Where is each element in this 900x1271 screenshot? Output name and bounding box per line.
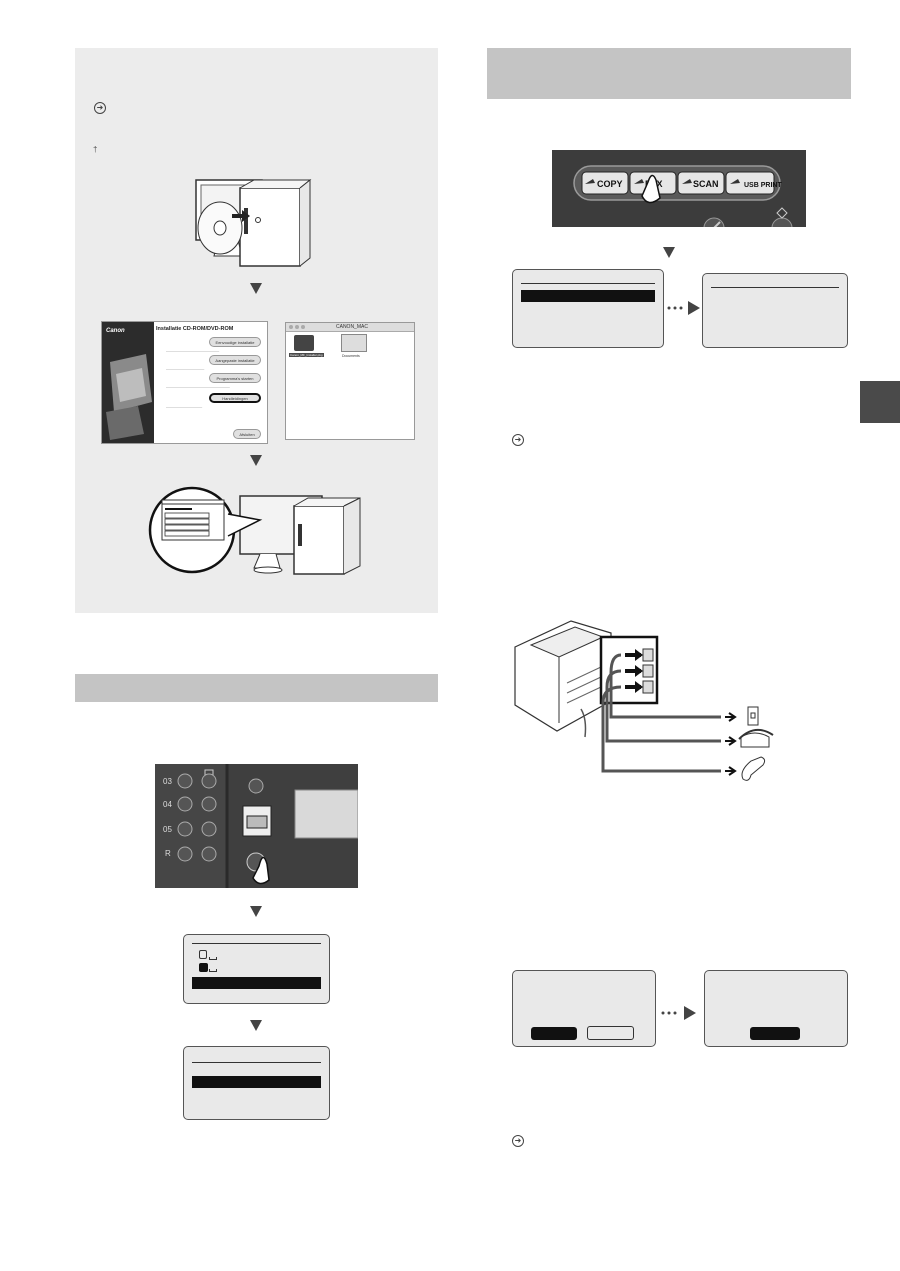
start-programs-desc: ──────────────────────────────	[166, 385, 230, 389]
dotted-arrow	[667, 301, 700, 315]
paper-drawer-icon	[199, 950, 207, 959]
down-arrow	[250, 455, 262, 466]
computer-disc-illustration	[195, 178, 312, 267]
section-header-bar	[75, 674, 438, 702]
custom-install-desc: ──────────────────	[166, 367, 205, 371]
computer-callout-illustration	[148, 486, 361, 575]
lcd-selected-option	[531, 1027, 577, 1040]
zoom-icon[interactable]	[301, 325, 305, 329]
chapter-tab	[860, 381, 900, 423]
lcd-display	[183, 1046, 330, 1120]
lcd-title-line	[192, 943, 321, 944]
minimize-icon[interactable]	[295, 325, 299, 329]
lcd-title-line	[711, 287, 839, 288]
lcd-display	[512, 970, 656, 1047]
dagger-mark: †	[93, 145, 98, 154]
custom-install-button[interactable]: Aangepaste installatie	[209, 355, 261, 365]
lcd-title-line	[521, 283, 655, 284]
svg-text:04: 04	[163, 800, 172, 809]
start-programs-button[interactable]: Programma's starten	[209, 373, 261, 383]
svg-text:03: 03	[163, 777, 172, 786]
paper-size-icon	[209, 957, 217, 960]
documents-folder-label: Documents	[342, 354, 360, 358]
lcd-display	[704, 970, 848, 1047]
down-arrow	[250, 283, 262, 294]
finder-titlebar	[286, 323, 414, 332]
canon-logo: Canon	[106, 328, 125, 334]
down-arrow	[250, 1020, 262, 1031]
dotted-arrow	[661, 1006, 696, 1020]
telephone-connection-illustration	[514, 620, 774, 781]
manuals-button[interactable]: Handleidingen	[209, 393, 261, 403]
manuals-desc: ─────────────────	[166, 405, 203, 409]
paper-size-icon	[209, 969, 217, 972]
svg-text:05: 05	[163, 825, 172, 834]
lcd-title-line	[192, 1062, 321, 1063]
finder-title: CANON_MAC	[336, 324, 368, 330]
installer-window: Canon Installatie CD-ROM/DVD-ROM Eenvoud…	[101, 321, 268, 444]
close-icon[interactable]	[289, 325, 293, 329]
mac-finder-window: CANON_MAC Canon_MF_Installer.pkg Documen…	[285, 322, 415, 440]
down-arrow	[250, 906, 262, 917]
lcd-selected-option	[750, 1027, 800, 1040]
installer-title: Installatie CD-ROM/DVD-ROM	[156, 326, 234, 332]
operation-panel-illustration: 03 04 05 R	[155, 764, 358, 888]
lcd-option	[587, 1026, 634, 1040]
lcd-display	[702, 273, 848, 348]
reference-icon: ➜	[512, 434, 524, 446]
easy-install-desc: ─────────────────────────	[166, 349, 220, 353]
lcd-selected-row	[192, 1076, 321, 1088]
svg-text:R: R	[165, 849, 171, 858]
installer-package-icon[interactable]	[294, 335, 314, 351]
lcd-selected-row	[521, 290, 655, 302]
installer-banner-image	[102, 322, 154, 443]
documents-folder-icon[interactable]	[341, 334, 367, 352]
reference-icon: ➜	[512, 1135, 524, 1147]
reference-icon: ➜	[94, 102, 106, 114]
copy-button-label: COPY	[597, 179, 623, 189]
usb-print-button-label: USB PRINT	[744, 182, 782, 189]
section-header-bar	[487, 48, 851, 99]
installer-package-label: Canon_MF_Installer.pkg	[289, 353, 324, 357]
lcd-display	[512, 269, 664, 348]
easy-install-button[interactable]: Eenvoudige installatie	[209, 337, 261, 347]
lcd-selected-row	[192, 977, 321, 989]
function-keys-panel: COPY FAX SCAN USB PRINT	[552, 150, 806, 227]
down-arrow	[663, 247, 675, 258]
exit-button[interactable]: Afsluiten	[233, 429, 261, 439]
manual-feed-icon	[199, 963, 208, 972]
scan-button-label: SCAN	[693, 179, 719, 189]
lcd-display	[183, 934, 330, 1004]
